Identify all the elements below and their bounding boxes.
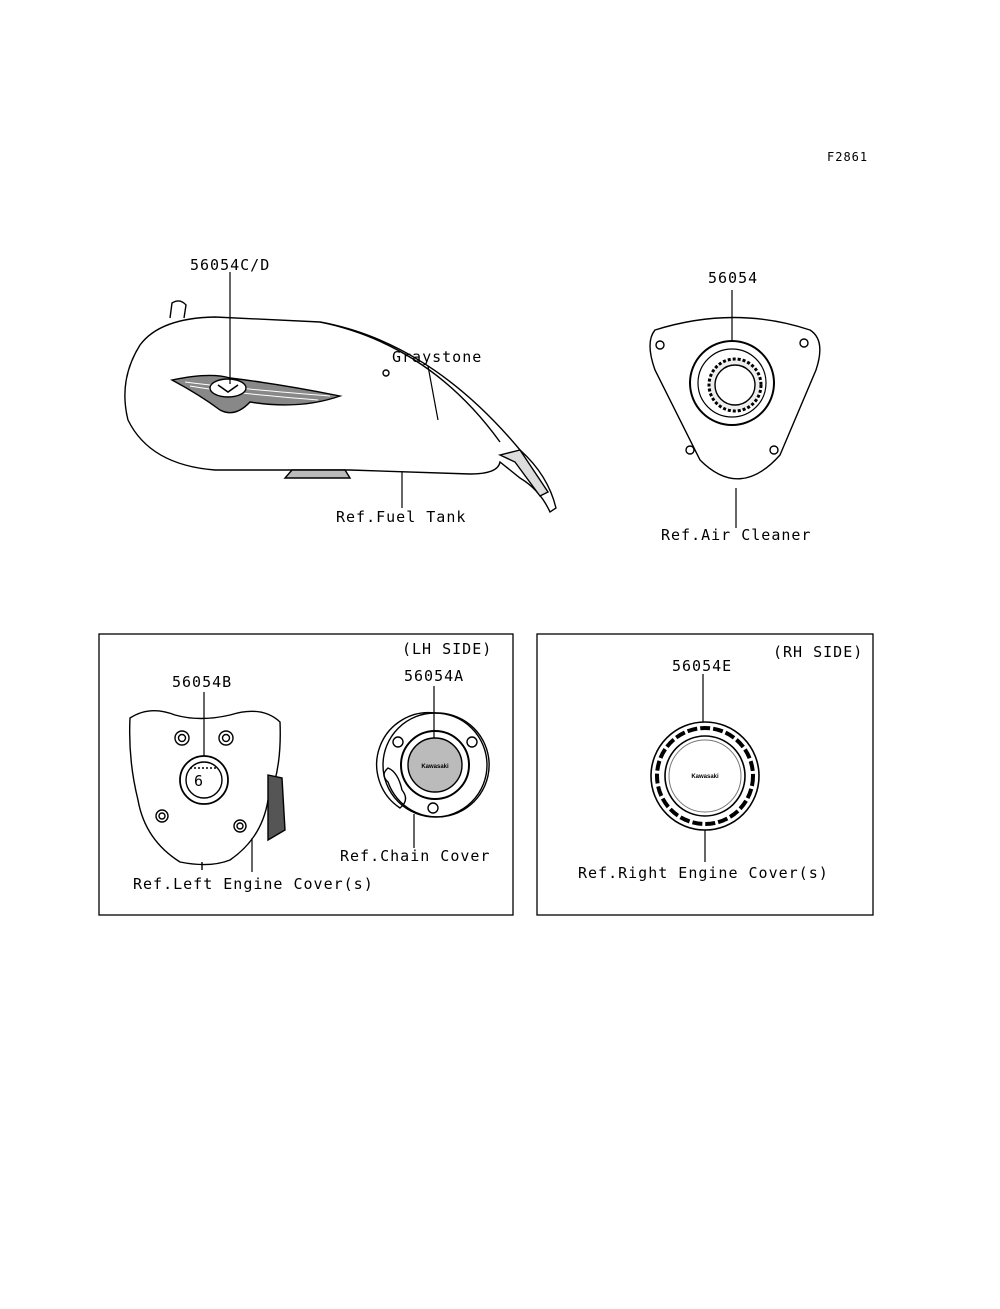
rh-leaders xyxy=(702,674,706,862)
right-cover-logo: Kawasaki xyxy=(691,774,719,780)
tank-leaders xyxy=(229,272,439,508)
right-cover-part-number: 56054E xyxy=(672,657,732,675)
chain-cover-ref: Ref.Chain Cover xyxy=(340,847,490,865)
chain-cover-drawing xyxy=(375,711,490,818)
right-engine-cover-ref: Ref.Right Engine Cover(s) xyxy=(578,864,829,882)
chain-cover-logo: Kawasaki xyxy=(421,764,449,770)
fuel-tank-drawing xyxy=(124,300,557,514)
left-engine-cover-ref: Ref.Left Engine Cover(s) xyxy=(133,875,374,893)
air-cleaner-drawing xyxy=(649,316,821,480)
chain-cover-part-number: 56054A xyxy=(404,667,464,685)
gauge-number: 6 xyxy=(194,772,204,790)
air-cleaner-part-number: 56054 xyxy=(708,269,758,287)
tank-part-number: 56054C/D xyxy=(190,256,270,274)
lh-side-panel xyxy=(98,633,514,916)
figure-code: F2861 xyxy=(827,150,868,164)
air-cleaner-ref: Ref.Air Cleaner xyxy=(661,526,811,544)
left-cover-part-number: 56054B xyxy=(172,673,232,691)
fuel-tank-ref: Ref.Fuel Tank xyxy=(336,508,466,526)
rh-side-panel xyxy=(536,633,874,916)
rh-side-title: (RH SIDE) xyxy=(773,643,863,661)
right-engine-cover-drawing xyxy=(650,721,760,831)
lh-left-leaders xyxy=(203,692,253,872)
lh-side-title: (LH SIDE) xyxy=(402,640,492,658)
air-leaders xyxy=(731,290,737,528)
lh-chain-leaders xyxy=(413,686,435,848)
left-engine-cover-drawing xyxy=(128,710,286,870)
tank-color-label: Graystone xyxy=(392,348,482,366)
